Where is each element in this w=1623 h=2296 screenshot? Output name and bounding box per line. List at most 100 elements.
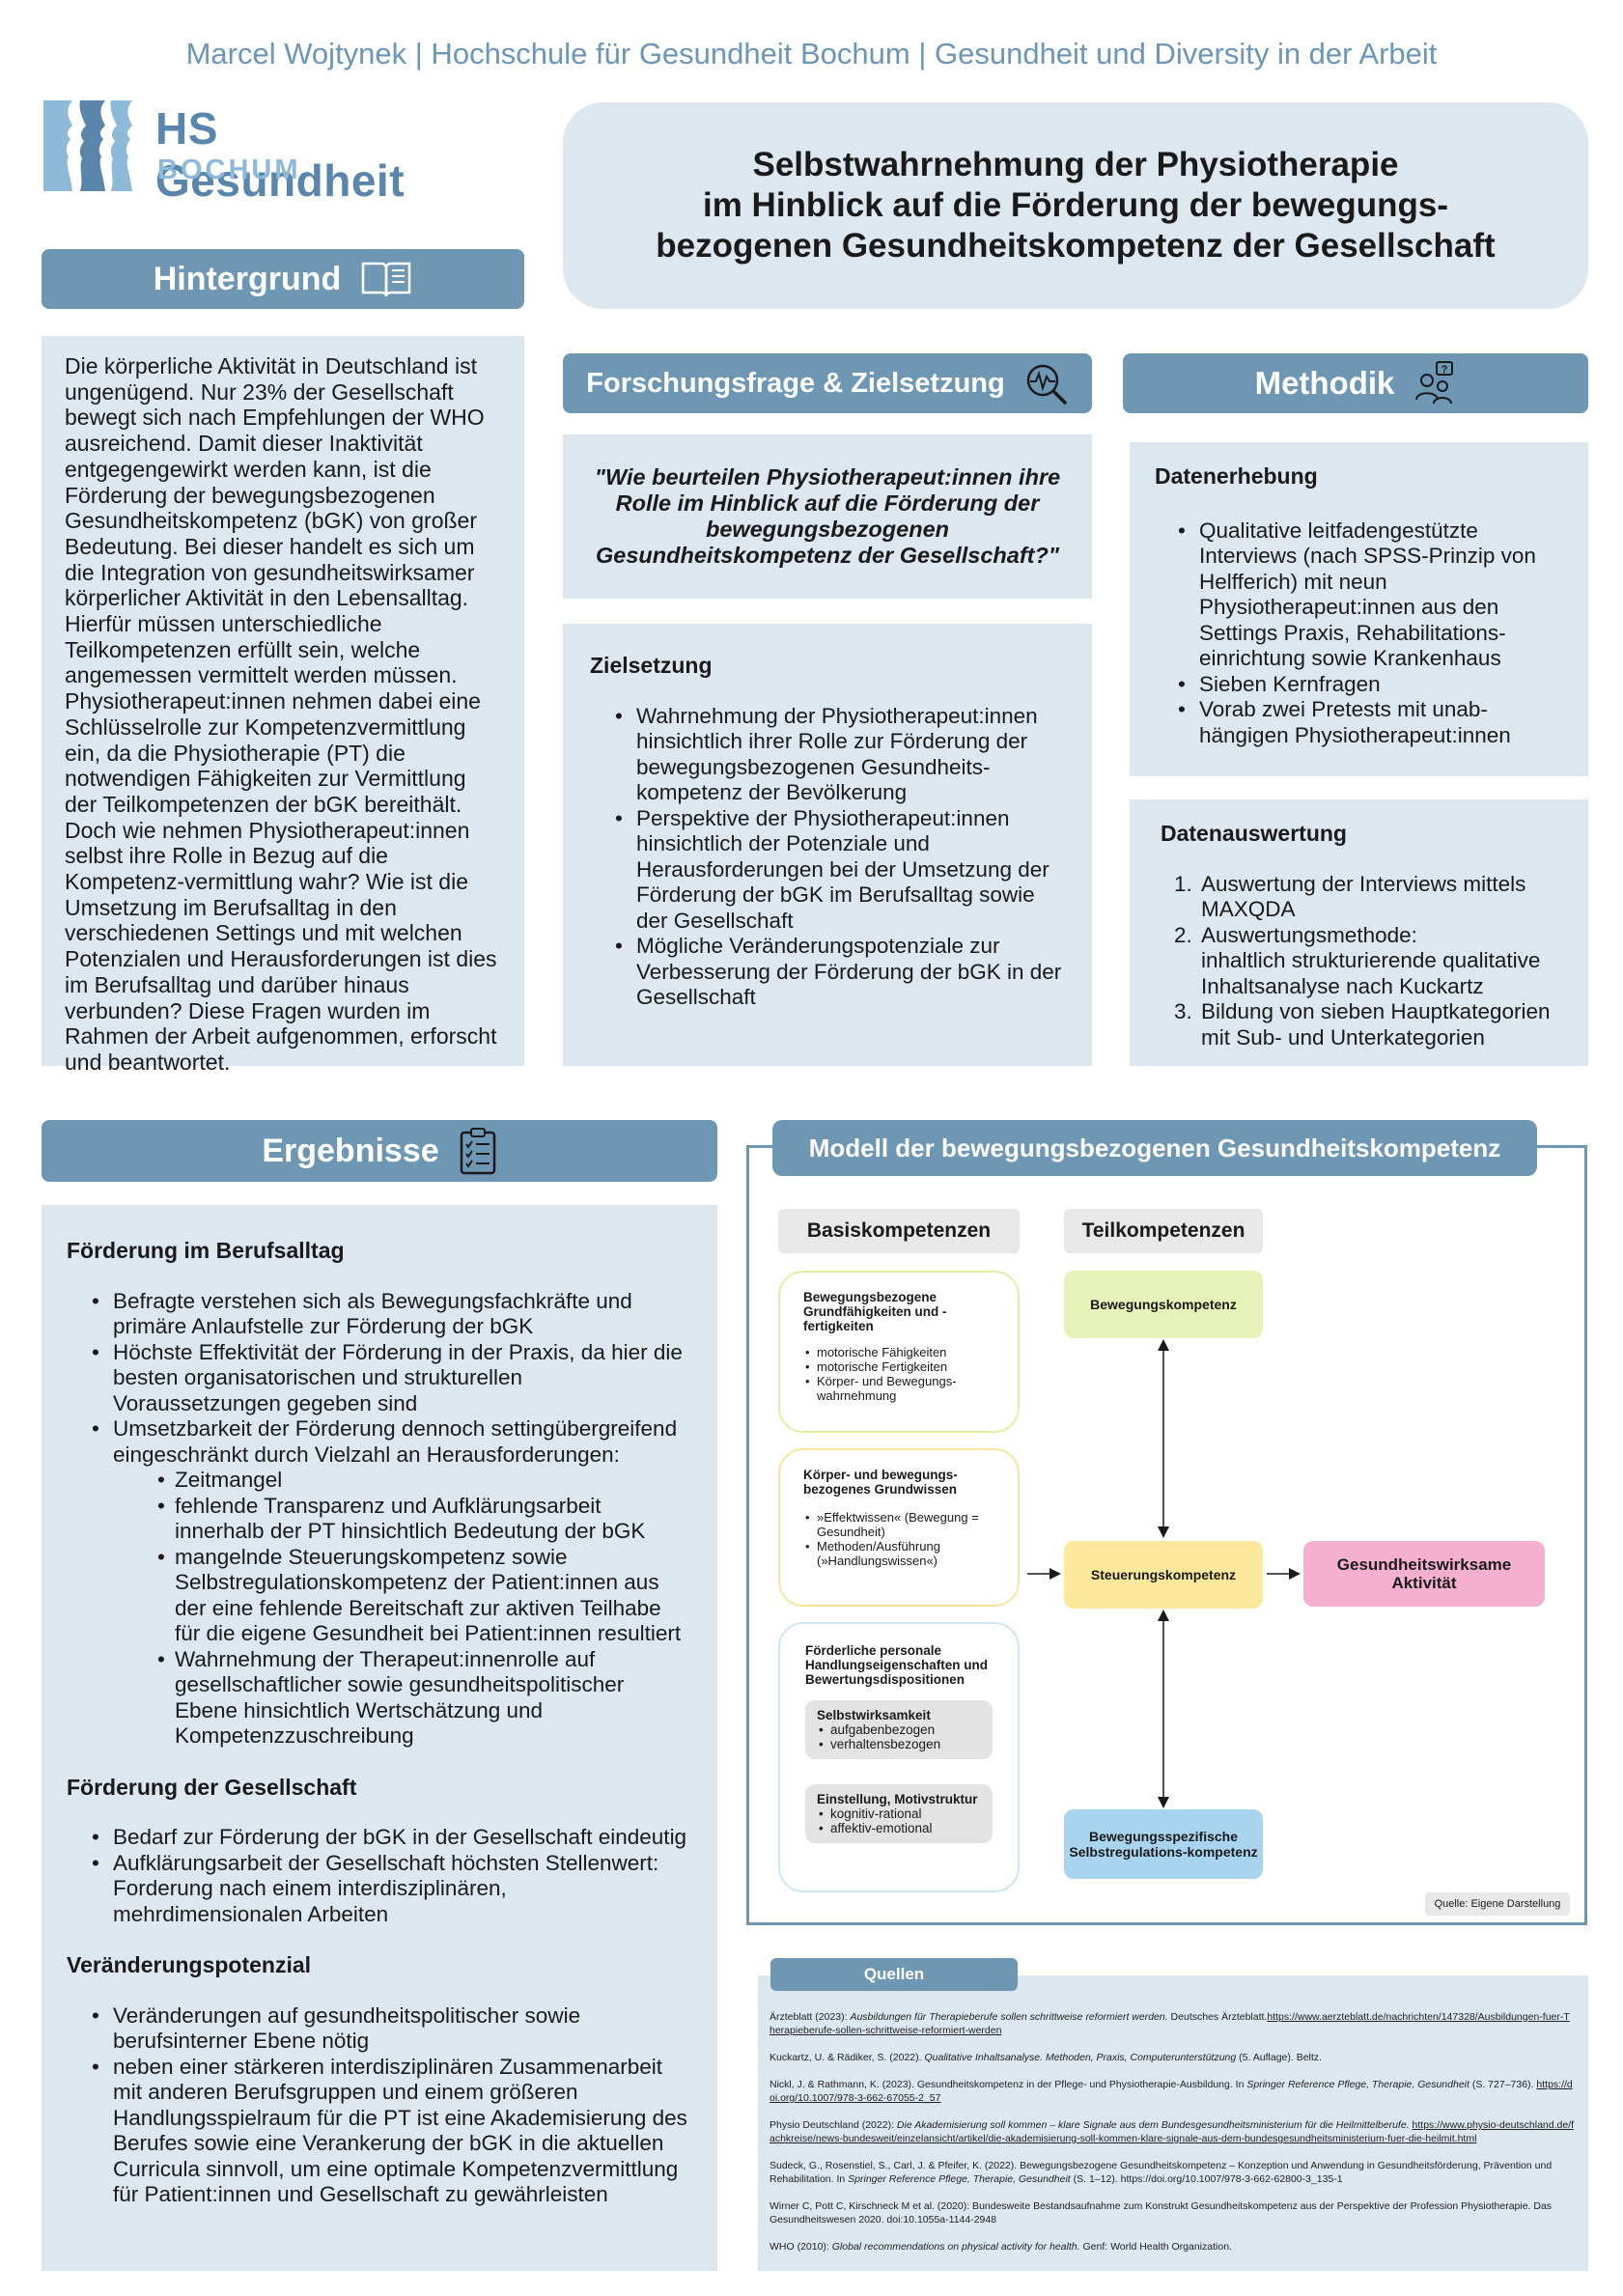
ref-link[interactable]: https://www.physio-deutschland.de/fachkr… [770,2119,1575,2144]
methodik-title: Methodik [1254,365,1395,401]
ref-text: Ärzteblatt (2023): [770,2011,851,2023]
list-item: Bedarf zur Förderung der bGK in der Gese… [88,1825,692,1851]
list-item: aufgabenbezogen [817,1722,981,1737]
list-item: »Effektwissen« (Bewegung = Gesundheit) [803,1510,994,1539]
clipboard-checklist-icon [460,1128,495,1175]
list-item: affektiv-emotional [817,1821,981,1835]
zielsetzung-panel: Zielsetzung Wahrnehmung der Physiotherap… [563,624,1092,1066]
hintergrund-text: Die körperliche Aktivität in Deutschland… [65,353,497,1075]
selbstregulationskompetenz-pill: Bewegungsspezifische Selbstregulations-k… [1064,1809,1263,1879]
ref-link[interactable]: https://doi.org/10.1007/978-3-662-67055-… [770,2079,1573,2104]
reference-item: Nickl, J. & Rathmann, K. (2023). Gesundh… [770,2078,1575,2105]
item-text: Auswertung der Interviews mittels MAXQDA [1201,871,1526,922]
basis-box-grundfaehigkeiten: Bewegungsbezogene Grundfähigkeiten und -… [778,1271,1020,1433]
ref-link[interactable]: https://www.aerzteblatt.de/nachrichten/1… [770,2011,1570,2036]
list-item: Veränderungen auf gesundheitspolitischer… [88,2003,692,2055]
poster-title: Selbstwahrnehmung der Physiotherapie im … [563,102,1588,309]
zielsetzung-list: Wahrnehmung der Physiotherapeut:innen hi… [590,704,1065,1011]
item-text: inhaltlich strukturierende qualitative I… [1201,948,1541,998]
reference-item: Physio Deutschland (2022): Die Akademisi… [770,2118,1575,2145]
logo-name: HS Gesundheit [155,103,406,206]
list-item: Befragte verstehen sich als Bewegungsfac… [88,1289,692,1340]
ref-text: Wirner C, Pott C, Kirschneck M et al. (2… [770,2200,1553,2226]
book-icon [362,262,411,297]
methodik-heading: Methodik ? [1123,353,1588,413]
references-list: Ärzteblatt (2023): Ausbildungen für Ther… [770,2010,1575,2254]
list-item: Perspektive der Physiotherapeut:innen hi… [611,806,1065,935]
hs-logo: HS Gesundheit BOCHUM [43,100,468,206]
ergebnisse-heading: Ergebnisse [42,1120,717,1182]
list-item: 1. Auswertung der Interviews mittels MAXQ… [1172,872,1557,923]
list-item: 3. Bildung von sieben Hauptkategorien mit… [1172,999,1557,1050]
list-item: Körper- und Bewegungs-wahrnehmung [803,1374,994,1403]
title-line-2: im Hinblick auf die Förderung der bewegu… [702,186,1448,224]
sub-list-item: fehlende Transparenz und Aufklärungsarbe… [154,1494,692,1545]
ergebnisse-s3-list: Veränderungen auf gesundheitspolitischer… [67,2003,692,2208]
header-line: Marcel Wojtynek | Hochschule für Gesundh… [185,37,1438,70]
item-bold: Auswertungsmethode: [1201,922,1417,947]
ergebnisse-s1-title: Förderung im Berufsalltag [67,1238,345,1263]
ref-text: Genf: World Health Organization. [1079,2241,1232,2253]
forschung-heading: Forschungsfrage & Zielsetzung [563,353,1092,413]
hintergrund-panel: Die körperliche Aktivität in Deutschland… [42,336,524,1075]
box-list: motorische Fähigkeiten motorische Fertig… [803,1345,994,1403]
bewegungskompetenz-pill: Bewegungskompetenz [1064,1271,1263,1338]
ref-italic: Springer Reference Pflege, Therapie, Ges… [848,2173,1071,2185]
list-item: Qualitative leitfadengestützte Interview… [1174,518,1563,672]
list-item-text: Umsetzbarkeit der Förderung dennoch sett… [113,1416,678,1467]
modell-arrows [1027,1339,1301,1808]
list-item: 2. Auswertungsmethode:inhaltlich struktur… [1172,923,1557,1000]
ref-text: Nickl, J. & Rathmann, K. (2023). Gesundh… [770,2079,1247,2090]
quellen-heading: Quellen [770,1958,1018,1991]
title-line-3: bezogenen Gesundheitskompetenz der Gesel… [656,227,1496,265]
title-line-1: Selbstwahrnehmung der Physiotherapie [752,146,1399,183]
inner-title: Selbstwirksamkeit [817,1708,931,1722]
selbstwirksamkeit-box: Selbstwirksamkeit aufgabenbezogen verhal… [805,1700,993,1759]
quellen-panel: Ärzteblatt (2023): Ausbildungen für Ther… [758,1975,1588,2271]
ref-italic: Springer Reference Pflege, Therapie, Ges… [1246,2079,1469,2090]
datenerhebung-list: Qualitative leitfadengestützte Interview… [1155,518,1563,749]
ref-text: WHO (2010): [770,2241,832,2253]
reference-item: Wirner C, Pott C, Kirschneck M et al. (2… [770,2199,1575,2226]
item-number: 1. [1174,871,1192,896]
inner-list: aufgabenbezogen verhaltensbezogen [817,1722,981,1751]
basiskompetenzen-label: Basiskompetenzen [778,1209,1020,1253]
list-item: verhaltensbezogen [817,1737,981,1751]
list-item: Wahrnehmung der Physiotherapeut:innen hi… [611,704,1065,806]
datenauswertung-list: 1. Auswertung der Interviews mittels MAXQ… [1161,872,1557,1051]
reference-item: Kuckartz, U. & Rädiker, S. (2022). Quali… [770,2051,1575,2064]
list-item: Mögliche Veränderungspotenziale zur Verb… [611,934,1065,1011]
ref-italic: Qualitative Inhaltsanalyse. Methoden, Pr… [924,2052,1237,2063]
ref-italic: Die Akademisierung soll kommen – klare S… [896,2119,1410,2131]
reference-item: Sudeck, G., Rosenstiel, S., Carl, J. & P… [770,2159,1575,2186]
item-text: Bildung von sieben Hauptkategorien mit S… [1201,999,1551,1050]
inner-list: kognitiv-rational affektiv-emotional [817,1806,981,1835]
quellen-title: Quellen [863,1965,925,1983]
reference-item: Ärzteblatt (2023): Ausbildungen für Ther… [770,2010,1575,2037]
faces-logo-icon [43,100,132,191]
reference-item: WHO (2010): Global recommendations on ph… [770,2240,1575,2254]
ref-text: Physio Deutschland (2022): [770,2119,897,2131]
ergebnisse-s1-sublist: Zeitmangel fehlende Transparenz und Aufk… [113,1468,692,1750]
item-number: 2. [1174,922,1192,947]
item-number: 3. [1174,999,1192,1023]
ergebnisse-title: Ergebnisse [262,1132,439,1169]
svg-text:?: ? [1441,364,1448,376]
ergebnisse-s3-title: Veränderungspotenzial [67,1952,312,1977]
ref-text: (5. Auflage). Beltz. [1236,2052,1322,2063]
list-item: Methoden/Ausführung (»Handlungswissen«) [803,1539,994,1568]
box-list: »Effektwissen« (Bewegung = Gesundheit) M… [803,1510,994,1568]
datenauswertung-panel: Datenauswertung 1.Auswertung der Intervi… [1130,799,1588,1066]
ergebnisse-s1-list: Befragte verstehen sich als Bewegungsfac… [67,1289,692,1750]
ergebnisse-panel: Förderung im Berufsalltag Befragte verst… [42,1205,717,2271]
list-item: Höchste Effektivität der Förderung in de… [88,1340,692,1417]
research-question: "Wie beurteilen Physiotherapeut:innen ih… [594,464,1061,568]
sub-list-item: Zeitmangel [154,1468,692,1494]
basis-box-grundwissen: Körper- und bewegungs-bezogenes Grundwis… [778,1448,1020,1607]
ergebnisse-s2-list: Bedarf zur Förderung der bGK in der Gese… [67,1825,692,1927]
box-title: Förderliche personale Handlungseigenscha… [805,1643,989,1687]
list-item: neben einer stärkeren interdisziplinären… [88,2055,692,2208]
teilkompetenzen-label: Teilkompetenzen [1064,1209,1263,1253]
hintergrund-heading: Hintergrund [42,249,524,309]
zielsetzung-title: Zielsetzung [590,653,713,678]
